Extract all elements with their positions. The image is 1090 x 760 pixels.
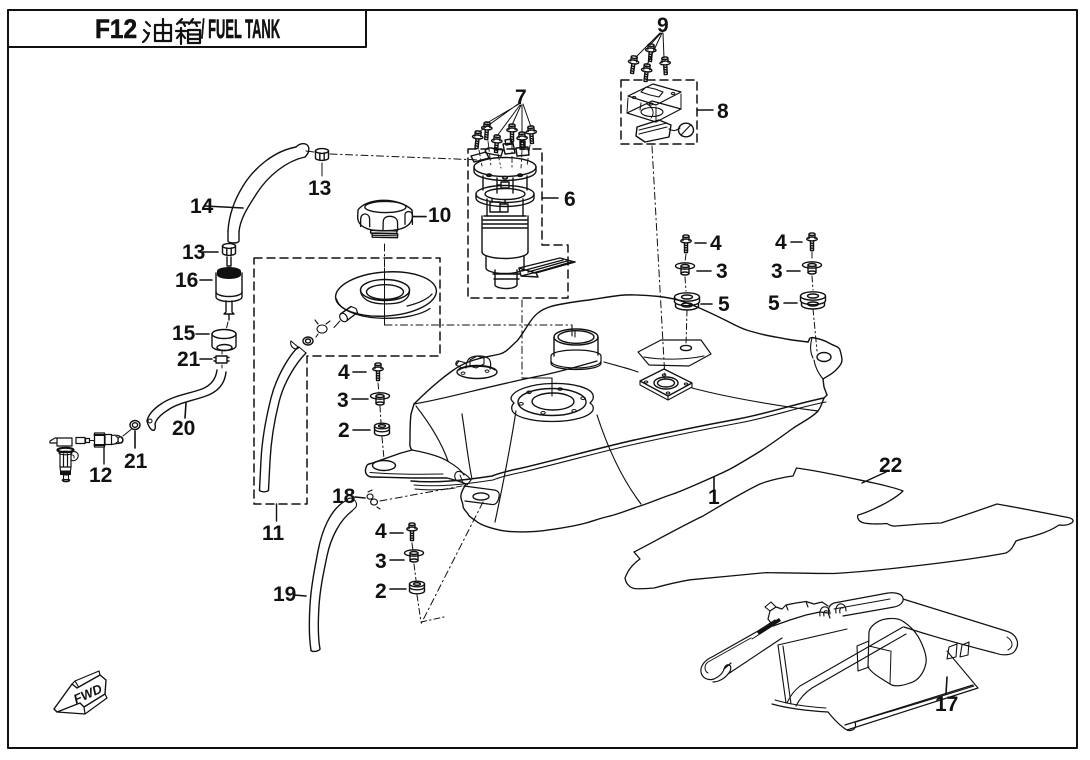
svg-text:6: 6 — [564, 188, 576, 211]
svg-text:2: 2 — [375, 580, 387, 603]
svg-text:20: 20 — [172, 417, 195, 440]
svg-text:4: 4 — [338, 361, 350, 384]
svg-text:22: 22 — [879, 454, 902, 477]
svg-text:3: 3 — [771, 260, 783, 283]
svg-text:2: 2 — [338, 419, 350, 442]
svg-text:F12: F12 — [95, 14, 137, 44]
svg-text:3: 3 — [716, 260, 728, 283]
svg-text:7: 7 — [515, 86, 527, 109]
svg-text:3: 3 — [337, 389, 349, 412]
svg-text:17: 17 — [935, 693, 958, 716]
svg-text:18: 18 — [332, 485, 356, 508]
svg-text:4: 4 — [375, 520, 387, 543]
svg-text:13: 13 — [308, 177, 331, 200]
svg-text:14: 14 — [190, 195, 214, 218]
svg-text:21: 21 — [177, 348, 201, 371]
svg-text:13: 13 — [182, 241, 205, 264]
svg-text:4: 4 — [775, 231, 787, 254]
svg-text:5: 5 — [768, 292, 780, 315]
svg-text:11: 11 — [262, 522, 285, 545]
svg-text:19: 19 — [273, 583, 296, 606]
svg-text:15: 15 — [172, 322, 196, 345]
svg-text:10: 10 — [428, 204, 451, 227]
svg-text:/ FUEL TANK: / FUEL TANK — [201, 14, 280, 44]
svg-text:8: 8 — [717, 100, 729, 123]
svg-text:4: 4 — [710, 232, 722, 255]
svg-text:21: 21 — [124, 450, 148, 473]
svg-text:9: 9 — [657, 14, 669, 37]
svg-text:16: 16 — [175, 269, 198, 292]
svg-text:12: 12 — [89, 464, 112, 487]
svg-text:5: 5 — [718, 293, 730, 316]
svg-text:1: 1 — [708, 486, 720, 509]
svg-text:3: 3 — [375, 550, 387, 573]
